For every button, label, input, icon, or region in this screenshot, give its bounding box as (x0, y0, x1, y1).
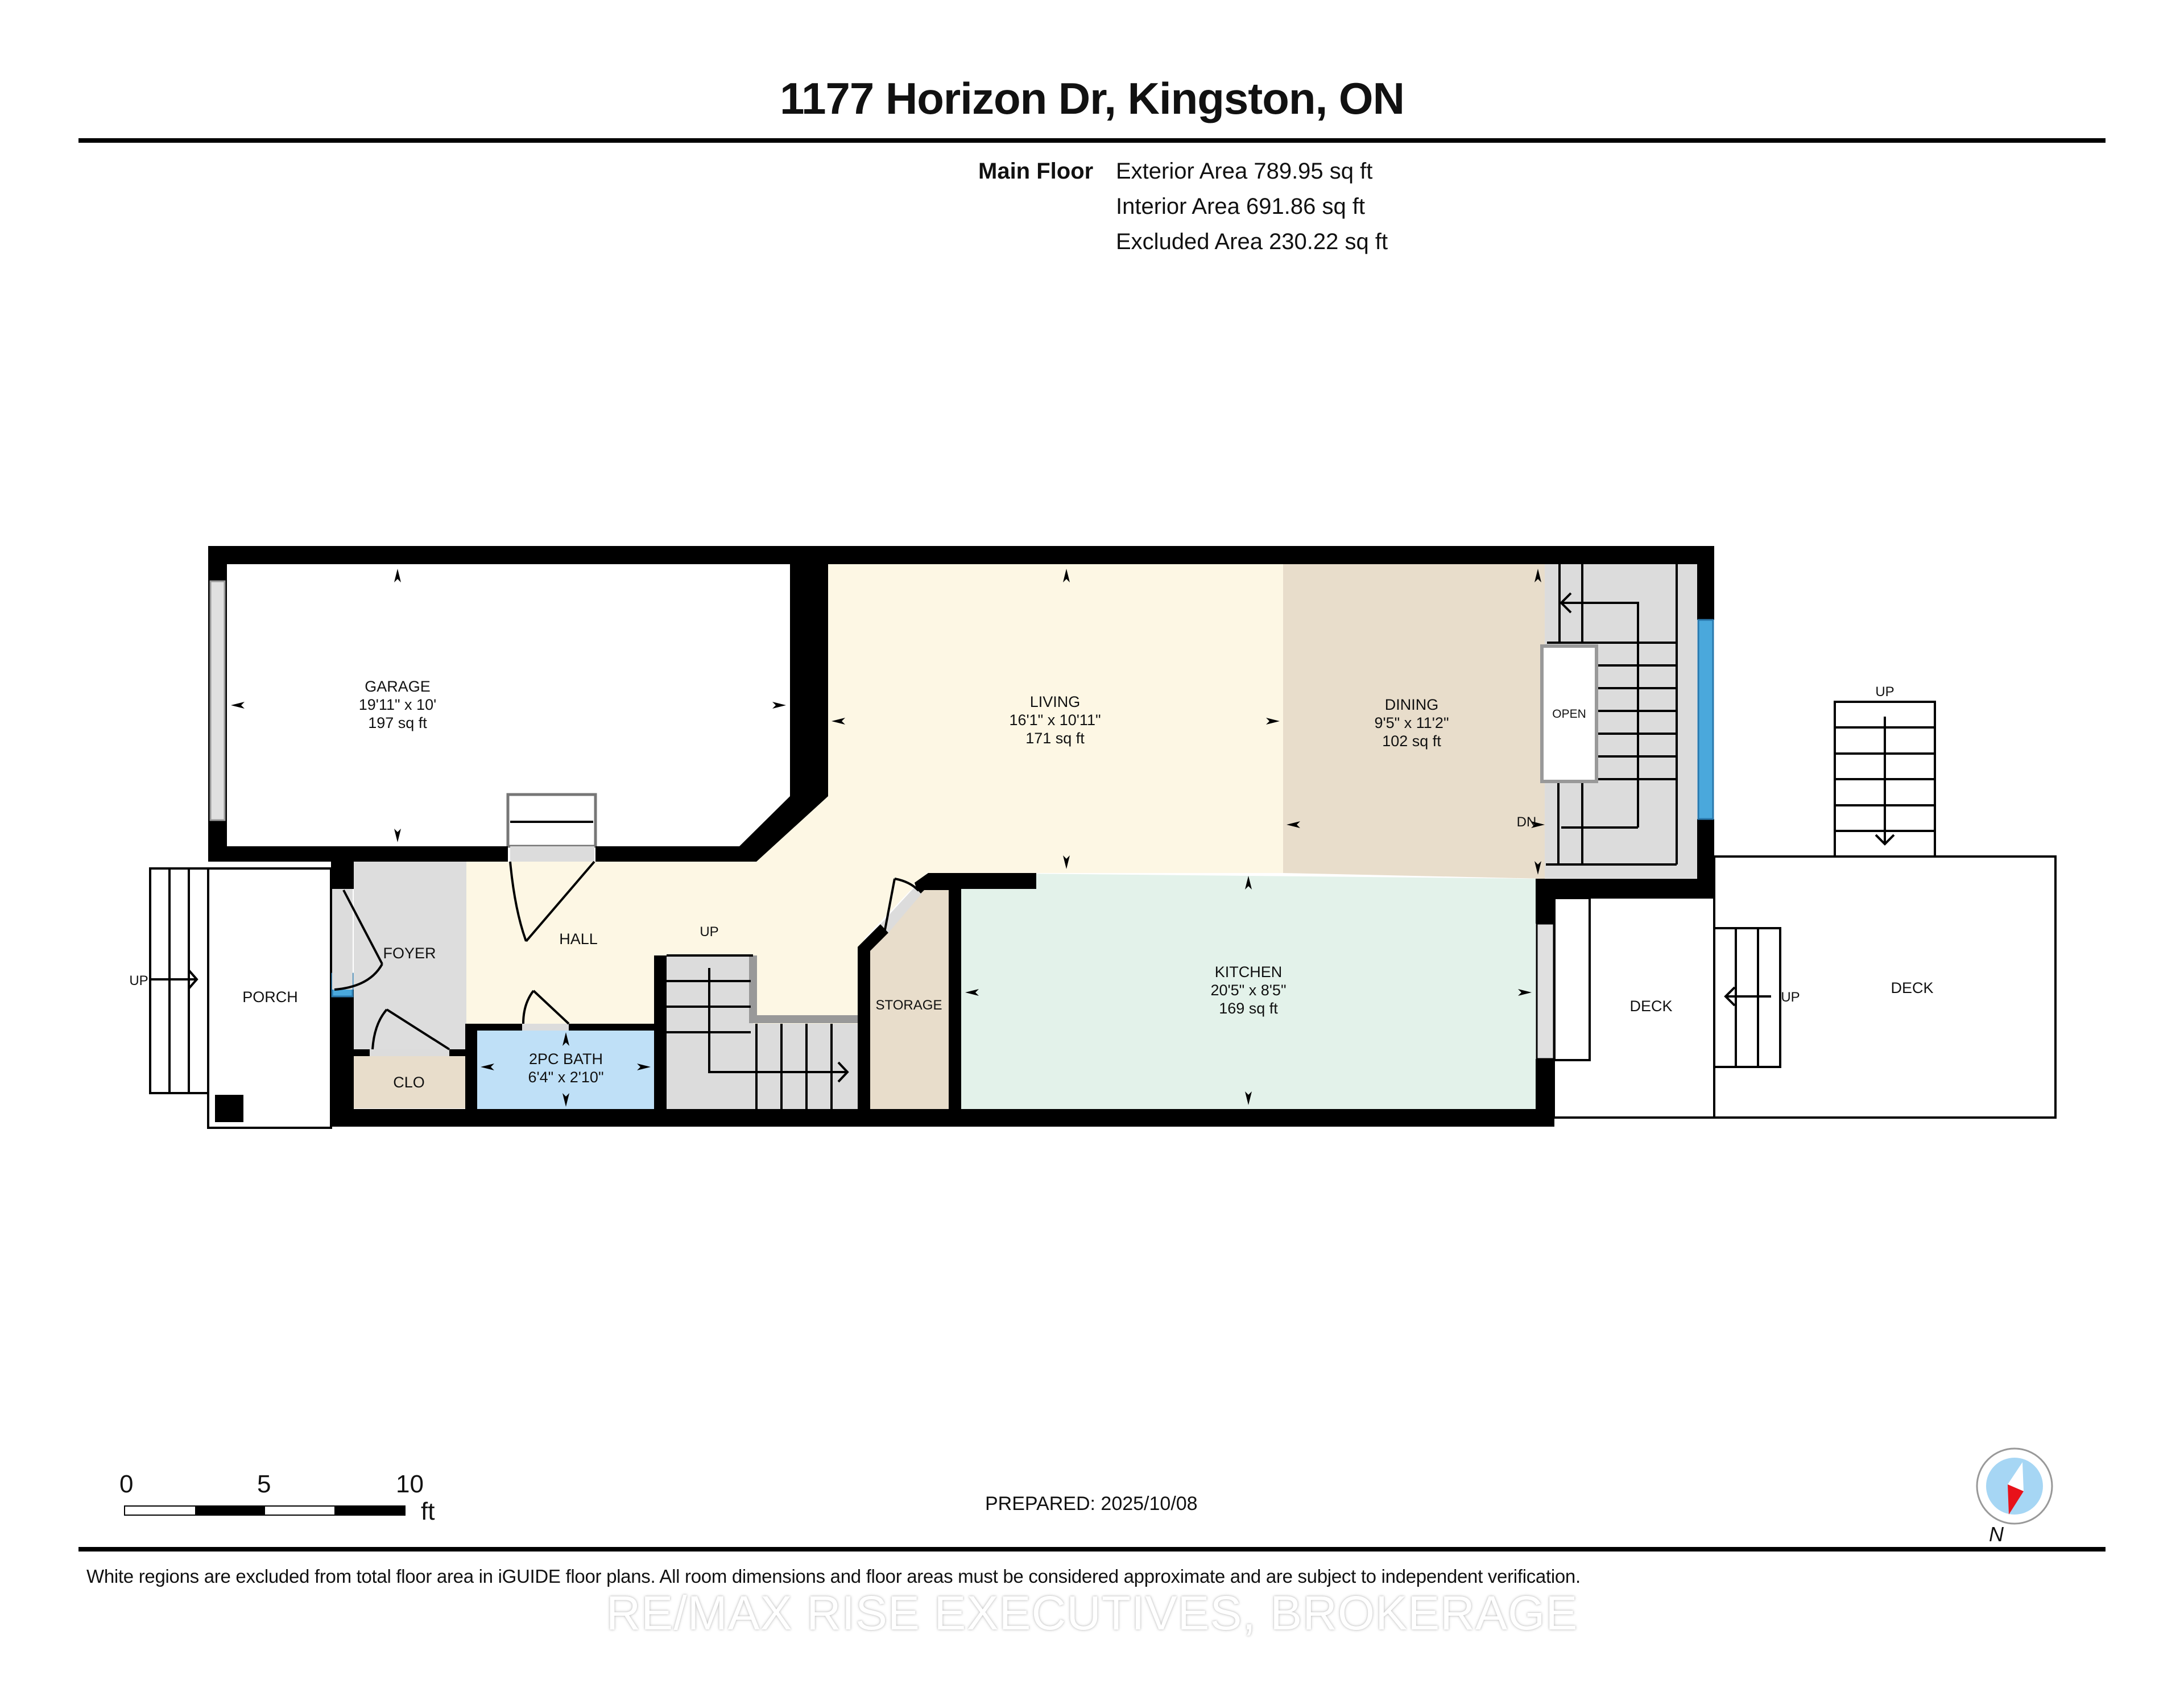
compass-icon (1976, 1447, 2053, 1525)
deck-top-steps-up-label: UP (1875, 684, 1894, 700)
area-list: Exterior Area 789.95 sq ft Interior Area… (1116, 154, 1388, 259)
porch-label: PORCH (242, 988, 298, 1006)
room-storage-fill (870, 890, 949, 1109)
closet-label: CLO (393, 1074, 425, 1091)
dining-name: DINING (1385, 696, 1439, 713)
compass-north-label: N (1989, 1522, 2004, 1546)
scale-tick-0: 0 (119, 1470, 134, 1498)
room-dining-fill (1283, 564, 1545, 879)
scale-tick-5: 5 (257, 1470, 271, 1498)
excluded-area: Excluded Area 230.22 sq ft (1116, 229, 1388, 254)
deck-small-label: DECK (1629, 998, 1672, 1015)
prepared-date: PREPARED: 2025/10/08 (985, 1493, 1198, 1515)
room-foyer-fill (354, 862, 466, 1049)
room-bath-fill (477, 1031, 654, 1109)
stairs-hall-up-label: UP (700, 924, 718, 940)
page-title: 1177 Horizon Dr, Kingston, ON (780, 73, 1405, 123)
stairs-right (1540, 564, 1697, 878)
room-closet-fill (354, 1056, 465, 1108)
porch-steps (149, 867, 209, 1094)
garage-steps (506, 793, 597, 848)
sliding-door-kitchen (1536, 922, 1555, 1060)
header-divider (78, 138, 2106, 143)
window-garage-left (209, 580, 226, 821)
hall-label: HALL (559, 930, 598, 948)
dining-dims: 9'5" x 11'2" (1374, 714, 1449, 731)
living-area: 171 sq ft (1025, 730, 1085, 747)
interior-area: Interior Area 691.86 sq ft (1116, 194, 1366, 219)
foyer-label: FOYER (383, 945, 436, 962)
kitchen-area: 169 sq ft (1219, 1000, 1278, 1017)
room-living-fill (828, 564, 1284, 873)
deck-steps-up-label: UP (1781, 990, 1800, 1005)
deck-large-label: DECK (1891, 979, 1933, 996)
garage-name: GARAGE (365, 678, 431, 695)
stairs-hall (667, 954, 858, 1109)
scale-tick-10: 10 (396, 1470, 424, 1498)
living-name: LIVING (1030, 693, 1081, 710)
deck-top-steps (1834, 701, 1936, 858)
porch-post (215, 1095, 243, 1122)
exterior-area: Exterior Area 789.95 sq ft (1116, 159, 1373, 184)
dimension-markers (231, 569, 1545, 1107)
bath-name: 2PC BATH (529, 1050, 603, 1068)
deck-small-outline (1553, 897, 1591, 1061)
storage-label: STORAGE (876, 998, 942, 1013)
stairs-open-label: OPEN (1552, 708, 1586, 721)
room-deck-small (1553, 896, 1715, 1119)
kitchen-dims: 20'5" x 8'5" (1210, 982, 1286, 999)
scale-bar: 0 5 10 ft (119, 1470, 440, 1533)
window-stair-right (1697, 619, 1714, 820)
floor-label: Main Floor (978, 159, 1094, 184)
room-kitchen-fill (961, 873, 1536, 1109)
doors (332, 846, 921, 1056)
footer-divider (78, 1547, 2106, 1552)
deck-steps (1713, 927, 1781, 1068)
dining-area: 102 sq ft (1382, 733, 1441, 750)
room-deck-large (1713, 855, 2057, 1119)
scale-unit: ft (421, 1497, 435, 1525)
scale-bar-graphic (124, 1505, 406, 1516)
porch-steps-up-label: UP (129, 973, 148, 988)
bath-dims: 6'4" x 2'10" (528, 1069, 603, 1086)
disclaimer-text: White regions are excluded from total fl… (86, 1566, 1581, 1587)
garage-area: 197 sq ft (368, 714, 427, 731)
kitchen-name: KITCHEN (1215, 963, 1283, 980)
brokerage-watermark: RE/MAX RISE EXECUTIVES, BROKERAGE (606, 1586, 1578, 1640)
living-dims: 16'1" x 10'11" (1009, 711, 1101, 729)
room-labels: GARAGE 19'11" x 10' 197 sq ft LIVING 16'… (359, 678, 1449, 1091)
garage-dims: 19'11" x 10' (359, 696, 437, 713)
